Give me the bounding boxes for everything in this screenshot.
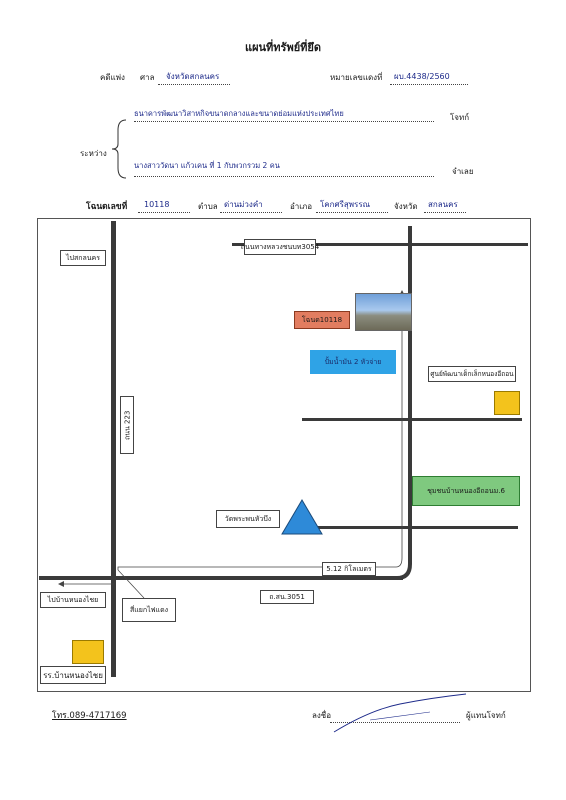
school-marker — [72, 640, 104, 664]
route-arrow — [117, 290, 406, 570]
child-center-label: ศูนย์พัฒนาเด็กเล็กหนองอีถอน — [428, 366, 516, 382]
court-name-line — [158, 84, 230, 85]
defendant-line — [134, 176, 434, 177]
case-no-line — [390, 84, 468, 85]
to-nong-khong-label: ไปบ้านหนองไชย — [40, 592, 106, 608]
road-3051-label: ถ.สน.3051 — [260, 590, 314, 604]
map-frame — [37, 218, 531, 692]
road-curve — [396, 548, 412, 580]
left-arrow-icon — [58, 581, 114, 587]
community-label: ชุมชนบ้านหนองอีถอนม.6 — [412, 476, 520, 506]
sign-label: ลงชื่อ — [312, 711, 332, 720]
subdistrict-line — [220, 212, 282, 213]
district-line — [316, 212, 388, 213]
deed-no: 10118 — [144, 200, 170, 209]
district-label: อำเภอ — [290, 202, 313, 211]
road-horizontal-2 — [318, 526, 518, 529]
school-label: รร.บ้านหนองไชย — [40, 666, 106, 684]
defendant-name: นางสาววัดนา แก้วเคน ที่ 1 กับพวกรวม 2 คน — [134, 161, 280, 170]
temple-triangle-icon — [281, 499, 323, 535]
intersection-label: สี่แยกไฟแดง — [122, 598, 176, 622]
road-3051 — [39, 576, 403, 580]
distance-label: 5.12 กิโลเมตร — [322, 562, 376, 576]
court-prefix: ศาล — [140, 73, 155, 82]
document-title: แผนที่ทรัพย์ที่ยึด — [244, 41, 321, 54]
plaintiff-name: ธนาคารพัฒนาวิสาหกิจขนาดกลางและขนาดย่อมแห… — [134, 109, 344, 118]
defendant-role: จำเลย — [452, 167, 474, 176]
deed-marker: โฉนด10118 — [294, 311, 350, 329]
between-label: ระหว่าง — [80, 149, 107, 158]
road-vertical-right — [408, 226, 412, 550]
child-center-marker — [494, 391, 520, 415]
district: โคกศรีสุพรรณ — [320, 200, 371, 209]
rep-label: ผู้แทนโจทก์ — [466, 711, 506, 720]
water-tank-label: ปั้มน้ำมัน 2 หัวจ่าย — [310, 350, 396, 374]
road-horizontal-1 — [302, 418, 522, 421]
signature-mark — [333, 693, 467, 733]
sign-line — [330, 722, 460, 723]
province-line — [424, 212, 466, 213]
deed-label: โฉนดเลขที่ — [86, 202, 128, 212]
phone-number: โทร.089-4717169 — [52, 711, 127, 721]
court-label: คดีแพ่ง — [100, 73, 125, 82]
case-no-label: หมายเลขแดงที่ — [330, 73, 383, 82]
plaintiff-line — [134, 121, 434, 122]
road-highway-223 — [111, 221, 116, 677]
road-rural — [232, 243, 528, 246]
deed-no-line — [138, 212, 190, 213]
plaintiff-role: โจทก์ — [450, 113, 470, 122]
to-sakon-label: ไปสกลนคร — [60, 250, 106, 266]
province: สกลนคร — [428, 200, 458, 209]
subdistrict: ด่านม่วงคำ — [224, 200, 263, 209]
rural-road-label: ถนนทางหลวงชนบท3054 — [241, 239, 319, 255]
temple-label: วัดพระพนหัวบึง — [216, 510, 280, 528]
court-name: จังหวัดสกลนคร — [166, 72, 220, 81]
province-label: จังหวัด — [394, 202, 418, 211]
property-photo — [355, 293, 412, 331]
case-no: ผบ.4438/2560 — [394, 72, 450, 81]
subdistrict-label: ตำบล — [198, 202, 218, 211]
highway-223-label: ถนน 223 — [120, 396, 134, 454]
brace-icon — [111, 119, 127, 179]
intersection-pointer — [117, 569, 145, 599]
